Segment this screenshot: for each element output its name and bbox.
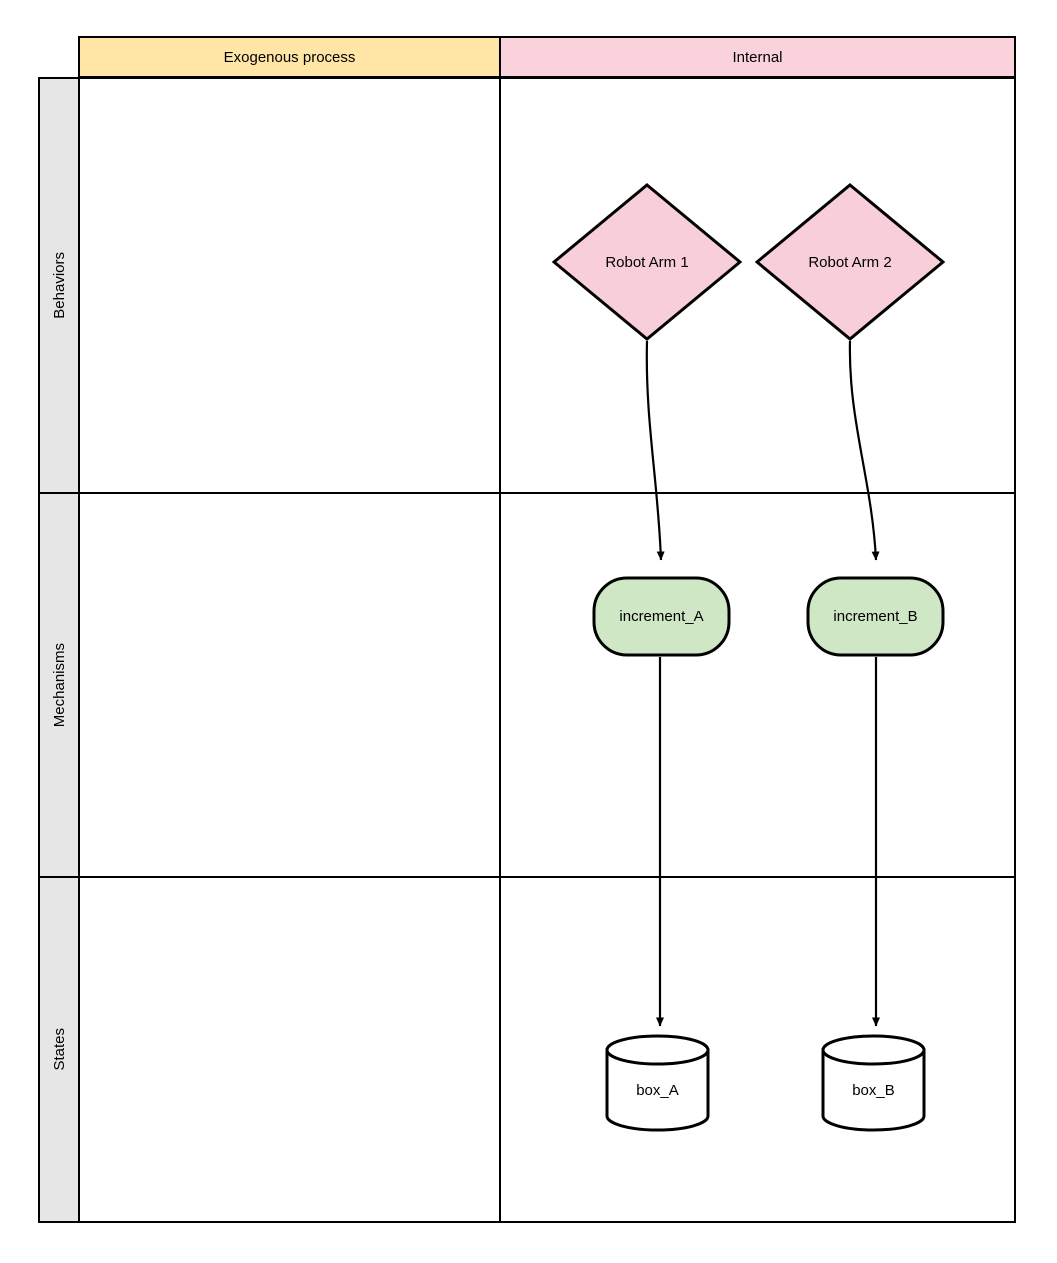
cylinder-shape-icon	[605, 1034, 710, 1132]
column-header-exogenous-process: Exogenous process	[78, 36, 501, 78]
lane-cell-internal-states	[499, 876, 1016, 1223]
column-header-internal: Internal	[499, 36, 1016, 78]
lane-cell-exogenous-states	[78, 876, 501, 1223]
row-header-states-label: States	[50, 1028, 68, 1071]
node-increment-a[interactable]: increment_A	[592, 576, 731, 657]
row-header-behaviors: Behaviors	[38, 77, 80, 494]
lane-cell-internal-mechanisms	[499, 492, 1016, 878]
row-header-behaviors-label: Behaviors	[50, 252, 68, 319]
lane-cell-exogenous-behaviors	[78, 77, 501, 494]
rounded-rectangle-shape-icon	[806, 576, 945, 657]
node-box-a[interactable]: box_A	[605, 1034, 710, 1132]
row-header-mechanisms: Mechanisms	[38, 492, 80, 878]
node-robot-arm-1[interactable]: Robot Arm 1	[552, 183, 742, 341]
row-header-mechanisms-label: Mechanisms	[50, 642, 68, 728]
node-increment-b[interactable]: increment_B	[806, 576, 945, 657]
diamond-shape-icon	[755, 183, 945, 341]
row-header-states: States	[38, 876, 80, 1223]
lane-cell-exogenous-mechanisms	[78, 492, 501, 878]
node-box-b[interactable]: box_B	[821, 1034, 926, 1132]
column-header-internal-label: Internal	[732, 48, 783, 66]
rounded-rectangle-shape-icon	[592, 576, 731, 657]
diamond-shape-icon	[552, 183, 742, 341]
column-header-exogenous-label: Exogenous process	[223, 48, 356, 66]
cylinder-shape-icon	[821, 1034, 926, 1132]
node-robot-arm-2[interactable]: Robot Arm 2	[755, 183, 945, 341]
